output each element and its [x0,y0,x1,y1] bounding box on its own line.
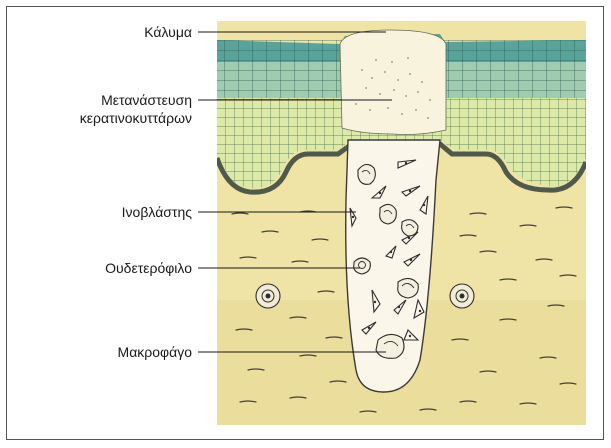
label-neutrophil: Ουδετερόφιλο [105,260,192,277]
label-callus: Κάλυμα [144,24,192,41]
label-keratinocyte-migration-1: Μετανάστευση [101,92,192,109]
label-keratinocyte-migration-2: κερατινοκυττάρων [80,110,192,127]
label-macrophage: Μακροφάγο [118,344,192,361]
label-fibroblast: Ινοβλάστης [122,204,192,221]
tissue-block [217,21,586,425]
scab [340,30,446,135]
